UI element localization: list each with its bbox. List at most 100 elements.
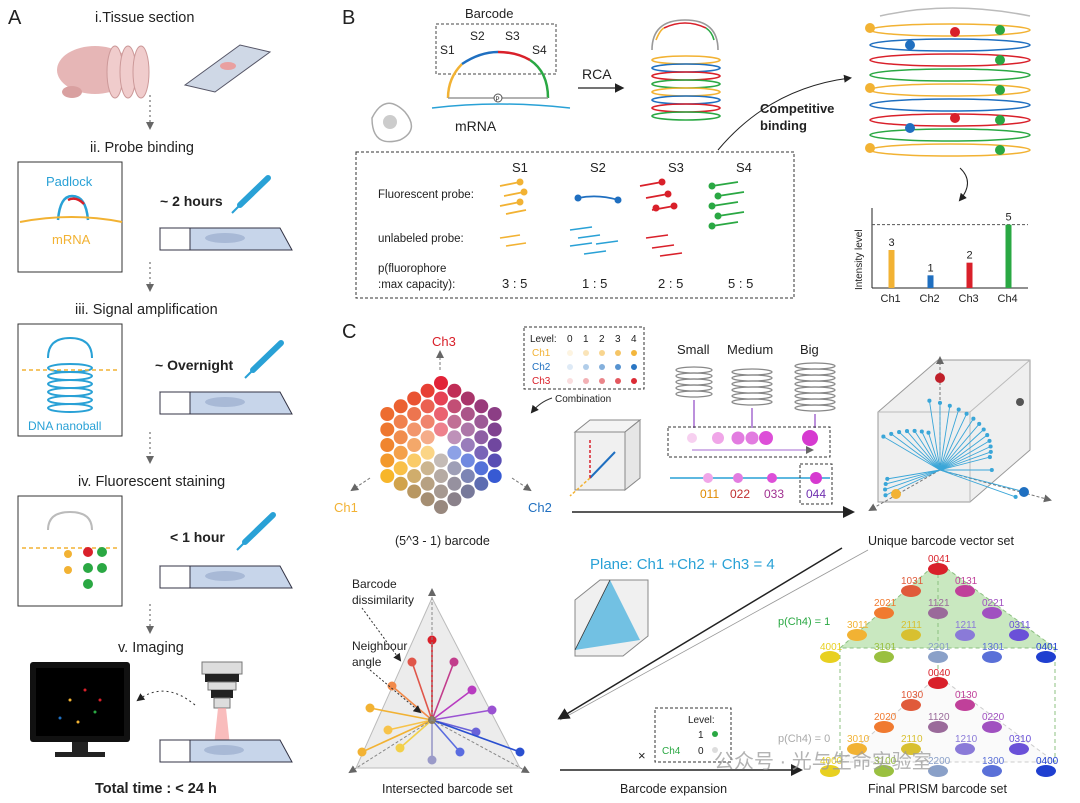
- vector-tip: [956, 407, 961, 412]
- s2-label: S2: [470, 29, 485, 43]
- chart-ylabel: Intensity level: [854, 229, 865, 290]
- vector-tip: [883, 493, 888, 498]
- barcode-vector: [914, 430, 941, 471]
- legend-dot: [599, 350, 605, 356]
- pyramid-top-dot: [1009, 629, 1029, 641]
- unique-vector-cube: [868, 356, 1052, 511]
- step3-box: [17, 323, 123, 437]
- slide-3: [159, 391, 293, 415]
- barcode-vector: [939, 469, 1023, 492]
- panel-c-letter: C: [342, 321, 356, 343]
- legend-dot: [583, 364, 589, 370]
- barcode-dot: [393, 476, 408, 491]
- legend-dot: [631, 350, 637, 356]
- pyramid-bottom-code: 0220: [982, 712, 1005, 723]
- pyramid-top-dot: [874, 607, 894, 619]
- vector-tip: [927, 398, 932, 403]
- neighbour-label-1: Neighbour: [352, 639, 407, 653]
- pyramid-bottom-dot: [955, 743, 975, 755]
- pyramid-bottom-code: 0040: [928, 668, 951, 679]
- intersect-dot: [395, 743, 405, 753]
- barcode-dot: [434, 407, 448, 421]
- cube-small: [569, 418, 642, 497]
- barcode-dot: [447, 414, 462, 429]
- final-caption: Final PRISM barcode set: [868, 782, 1007, 796]
- barcode-dot: [460, 438, 475, 452]
- watermark: 公众号 · 光与生命实验室: [714, 750, 932, 773]
- intersect-vector: [431, 689, 473, 721]
- intersect-vector: [431, 709, 493, 721]
- legend-level-0: 0: [567, 334, 573, 345]
- barcode-vector: [887, 469, 941, 480]
- barcode-dot: [380, 453, 395, 468]
- plane-equation: Plane: Ch1 +Ch2 + Ch3 = 4: [590, 556, 775, 573]
- col-s3: S3: [668, 160, 684, 175]
- monitor-illustration: [30, 662, 130, 757]
- intersect-vector: [431, 719, 521, 753]
- bar-ch3: [966, 262, 973, 288]
- pyramid-top-code: 0041: [928, 554, 951, 565]
- pyramid-bottom-dot: [982, 765, 1002, 777]
- barcode-dot: [487, 453, 502, 468]
- s1-label: S1: [440, 43, 455, 57]
- barcode-dot: [474, 399, 489, 414]
- barcode-dot: [420, 383, 435, 398]
- intersect-dot: [455, 747, 465, 757]
- barcode-vector: [884, 469, 941, 490]
- intersect-vector: [411, 661, 433, 721]
- step1-title: i.Tissue section: [95, 10, 194, 26]
- pipette-icon: [236, 512, 276, 551]
- legend-dot: [599, 364, 605, 370]
- barcode-dot: [474, 476, 489, 491]
- barcode-vector: [939, 469, 1016, 498]
- barcode-vector: [928, 400, 941, 471]
- step2-box: [17, 161, 123, 273]
- slide-4: [159, 565, 293, 589]
- plane-cube: [574, 579, 649, 657]
- pyramid-top-dot: [982, 607, 1002, 619]
- code-044: 044: [806, 487, 826, 501]
- bar-value-ch4: 5: [1006, 212, 1012, 224]
- pyramid-bottom-code: 2200: [928, 756, 951, 767]
- slide-illustration: [183, 44, 272, 93]
- barcode-vector: [883, 436, 941, 471]
- legend-dot: [567, 378, 573, 384]
- barcode-dot: [420, 430, 435, 445]
- barcode-dot: [474, 461, 489, 476]
- p-label-1: p(fluorophore: [378, 263, 446, 275]
- vector-tip: [885, 476, 890, 481]
- expansion-label: Barcode expansion: [620, 782, 727, 796]
- panel-b-letter: B: [342, 7, 355, 29]
- legend-level-title: Level:: [530, 334, 557, 345]
- barcode-dot: [380, 407, 395, 421]
- barcode-vector: [885, 469, 941, 485]
- vector-dots: [703, 472, 822, 484]
- rca-label: RCA: [582, 66, 612, 82]
- vector-tip: [897, 430, 902, 435]
- barcode-vector: [939, 434, 988, 471]
- step2-title: ii. Probe binding: [90, 140, 194, 156]
- pyramid-top-code: 1301: [982, 642, 1005, 653]
- step2-time: ~ 2 hours: [160, 193, 223, 209]
- barcode-dot: [420, 399, 435, 414]
- barcode-dot: [393, 399, 408, 414]
- pyramid-top-code: 0401: [1036, 642, 1059, 653]
- pyramid-bottom-code: 0130: [955, 690, 978, 701]
- barcode-dot: [407, 391, 422, 406]
- intersected-triangle: [348, 588, 530, 774]
- total-time: Total time : < 24 h: [95, 781, 217, 797]
- pyramid-top-dot: [928, 651, 948, 663]
- barcode-dot: [393, 430, 408, 445]
- exp-level-title: Level:: [688, 715, 715, 726]
- barcode-vector: [890, 433, 941, 471]
- pyramid-top-code: 4001: [820, 642, 843, 653]
- pyramid-top-dot: [874, 651, 894, 663]
- pyramid-bottom-dot: [874, 721, 894, 733]
- pyramid-top-dot: [928, 607, 948, 619]
- vector-tip: [937, 400, 943, 405]
- s3-label: S3: [505, 29, 520, 43]
- pyramid-top-code: 2111: [901, 620, 922, 631]
- legend-dot: [615, 350, 621, 356]
- padlock-probe-b: [446, 50, 550, 99]
